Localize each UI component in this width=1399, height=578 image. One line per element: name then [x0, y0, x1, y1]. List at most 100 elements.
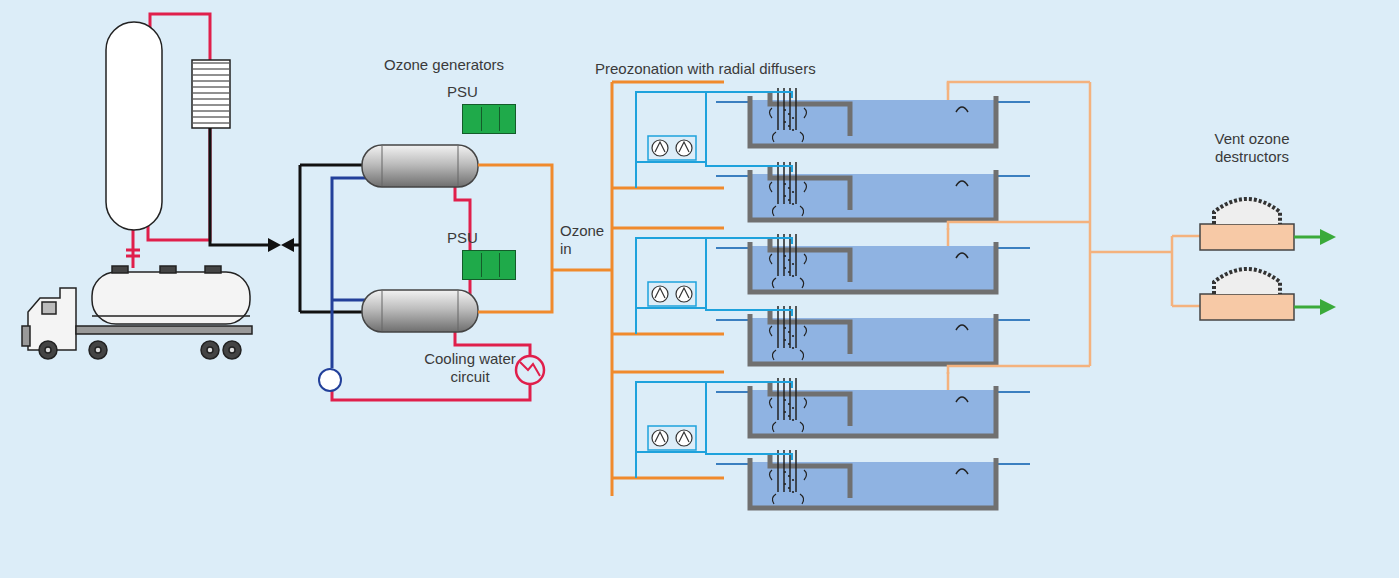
booster-pump [652, 430, 668, 446]
vent-line [947, 372, 950, 390]
bubble [792, 117, 794, 119]
bubble [792, 275, 794, 277]
basin-water [750, 100, 996, 144]
vent-line [948, 82, 1200, 374]
power-supply-unit: PSU [462, 104, 516, 134]
annotation: Cooling water circuit [420, 350, 520, 386]
basin-water [750, 318, 996, 362]
bubble [788, 199, 790, 201]
vent-line [947, 228, 950, 246]
weir [956, 253, 968, 258]
diffuser [783, 450, 785, 492]
panel-divider [499, 253, 500, 277]
booster-pump [652, 140, 668, 156]
diffuser [795, 88, 797, 130]
bubble [784, 339, 786, 341]
bubble [792, 129, 794, 131]
bubble [792, 191, 794, 193]
booster-pump [676, 140, 692, 156]
outlet-pipe [996, 101, 1030, 103]
bubble [784, 411, 786, 413]
unit-label: PSU [447, 83, 478, 101]
bubble [784, 109, 786, 111]
water-line [636, 382, 706, 478]
water-line [706, 238, 792, 316]
diffuser [795, 162, 797, 204]
bubble [792, 479, 794, 481]
basin-water [750, 462, 996, 506]
diffuser [783, 88, 785, 130]
pump-frame [648, 426, 696, 450]
flow-arrow [770, 182, 807, 216]
panel-divider [481, 253, 482, 277]
bubble [784, 255, 786, 257]
bubble [792, 491, 794, 493]
basin-baffle [770, 92, 850, 136]
power-supply-unit: PSU [462, 250, 516, 280]
weir [956, 397, 968, 402]
bubble [784, 121, 786, 123]
bubble [788, 187, 790, 189]
outlet-pipe [996, 391, 1030, 393]
water-line [635, 294, 637, 334]
heat-exchanger [516, 356, 544, 384]
booster-pump [652, 286, 668, 302]
water-line [635, 438, 637, 478]
bubble [788, 271, 790, 273]
ozone-line [612, 228, 724, 334]
diffuser [789, 450, 791, 492]
diffuser [783, 378, 785, 420]
lox-tank [106, 22, 162, 230]
pump-frame [648, 282, 696, 306]
panel-divider [499, 107, 500, 131]
water-line [706, 382, 792, 460]
vaporizer [192, 60, 230, 128]
inlet-pipe [716, 247, 750, 249]
cooling-return [332, 186, 530, 400]
bubble [792, 347, 794, 349]
weir [956, 107, 968, 112]
bubble [792, 203, 794, 205]
inlet-pipe [716, 175, 750, 177]
cooling-supply [332, 178, 366, 368]
bubble [788, 343, 790, 345]
bubble [792, 419, 794, 421]
diffuser [795, 234, 797, 276]
pump [319, 369, 341, 391]
tanker-truck [22, 266, 252, 359]
flow-arrow [770, 470, 807, 504]
bubble [784, 267, 786, 269]
ozone-generator [362, 290, 478, 332]
basin-baffle [770, 166, 850, 210]
bubble [784, 483, 786, 485]
basin-baffle [770, 310, 850, 354]
diffuser [795, 306, 797, 348]
basin-baffle [770, 238, 850, 282]
diffuser [777, 88, 779, 130]
ozone-line [478, 82, 612, 496]
bubble [792, 407, 794, 409]
ozone-line [612, 82, 724, 188]
diffuser [777, 378, 779, 420]
diffuser [795, 450, 797, 492]
weir [956, 325, 968, 330]
diffuser [777, 306, 779, 348]
diffuser [777, 234, 779, 276]
panel-divider [481, 107, 482, 131]
inlet-pipe [716, 391, 750, 393]
bubble [784, 183, 786, 185]
basin-baffle [770, 454, 850, 498]
diffuser [789, 234, 791, 276]
outlet-pipe [996, 175, 1030, 177]
outlet-pipe [996, 463, 1030, 465]
weir [956, 181, 968, 186]
bubble [792, 263, 794, 265]
flow-arrow [770, 398, 807, 432]
diffuser [777, 162, 779, 204]
bubble [788, 125, 790, 127]
diffuser [789, 88, 791, 130]
flow-arrow [770, 108, 807, 142]
basin-water [750, 246, 996, 290]
exhaust-arrow [1294, 237, 1322, 307]
